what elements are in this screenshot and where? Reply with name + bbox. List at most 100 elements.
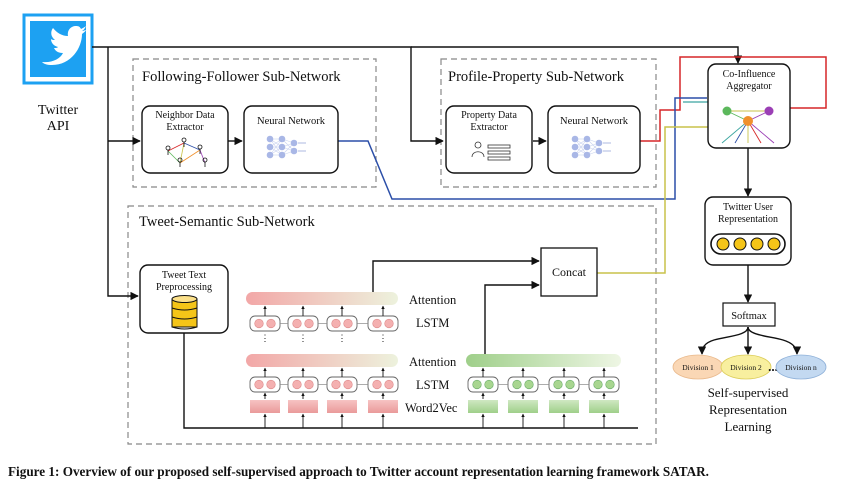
- user-repr-line2: Representation: [718, 214, 778, 225]
- nn-node: [571, 135, 579, 143]
- neural-network-icon: [571, 135, 611, 159]
- ssl-label-line2: Representation: [709, 402, 787, 417]
- co-influence-line1: Co-Influence: [723, 69, 776, 80]
- neural-network-box-2: Neural Network: [547, 105, 641, 174]
- twitter-api: Twitter API: [22, 13, 94, 134]
- lstm-label-lower: LSTM: [416, 378, 449, 392]
- lstm-unit: [304, 318, 314, 329]
- tweet-preprocessing-line1: Tweet Text: [162, 270, 206, 281]
- lstm-unit: [292, 379, 302, 390]
- word2vec-embedding: [327, 400, 357, 413]
- bird-shape: [42, 26, 86, 65]
- word2vec-embedding: [508, 400, 538, 413]
- lstm-unit: [331, 379, 341, 390]
- nn-node: [595, 147, 603, 155]
- arrow-to-co-influence: [411, 46, 743, 64]
- division-2-ellipse: [720, 354, 772, 380]
- arrow-green-branch-to-concat: [484, 280, 540, 357]
- neural-network-label-1: Neural Network: [257, 116, 326, 127]
- lstm-unit: [343, 318, 353, 329]
- lstm-unit: [304, 379, 314, 390]
- tweet-preprocessing-box: Tweet Text Preprocessing: [139, 264, 229, 334]
- word2vec-embedding: [288, 400, 318, 413]
- profile-property-frame: [440, 58, 657, 188]
- lstm-unit: [524, 379, 534, 390]
- co-influence-line2: Aggregator: [726, 81, 772, 92]
- lstm-unit: [553, 379, 563, 390]
- user-repr-line1: Twitter User: [723, 202, 774, 213]
- attention-bar-lower-left: [246, 354, 398, 367]
- sequence-cells: ⋮⋮⋮⋮: [249, 305, 620, 428]
- lstm-unit: [372, 379, 382, 390]
- lstm-unit: [512, 379, 522, 390]
- nn-node: [266, 151, 274, 159]
- node-green: [722, 106, 732, 116]
- concat-box: [540, 247, 598, 297]
- word2vec-embedding: [468, 400, 498, 413]
- nn-node: [583, 151, 591, 159]
- yellow-path-concat-to-aggregator: [597, 126, 712, 274]
- softmax-box: [722, 302, 776, 327]
- arrow-softmax-division-n: [747, 326, 802, 355]
- nn-node: [595, 139, 603, 147]
- twitter-logo-frame: [22, 13, 94, 85]
- nn-node: [266, 143, 274, 151]
- database-icon: [171, 295, 198, 330]
- lstm-input-dots: ⋮: [379, 333, 388, 343]
- lstm-unit: [254, 318, 264, 329]
- lstm-input-dots: ⋮: [338, 333, 347, 343]
- arrow-softmax-division-1: [697, 326, 749, 355]
- tweet-semantic-title: Tweet-Semantic Sub-Network: [139, 214, 316, 230]
- nn-node: [278, 143, 286, 151]
- division-2-label: Division 2: [730, 363, 762, 372]
- lstm-unit: [384, 318, 394, 329]
- property-extractor-box: Property Data Extractor: [445, 105, 533, 174]
- co-influence-aggregator-box: Co-Influence Aggregator: [707, 63, 791, 149]
- tweet-semantic-frame: [127, 205, 657, 445]
- lstm-unit: [343, 379, 353, 390]
- nn-node: [571, 143, 579, 151]
- following-follower-frame: [132, 58, 377, 188]
- arrow-to-tweet-preprocessing: [107, 47, 139, 301]
- word2vec-embedding: [250, 400, 280, 413]
- lstm-unit: [266, 318, 276, 329]
- word2vec-label: Word2Vec: [405, 401, 458, 415]
- lstm-unit: [372, 318, 382, 329]
- profile-property-title: Profile-Property Sub-Network: [448, 69, 625, 85]
- following-follower-title: Following-Follower Sub-Network: [142, 69, 341, 85]
- twitter-api-label-line2: API: [47, 119, 70, 134]
- node-purple: [764, 106, 774, 116]
- word2vec-embedding: [549, 400, 579, 413]
- division-ellipsis: ...: [768, 359, 778, 374]
- attention-bar-lower-right: [466, 354, 621, 367]
- property-extractor-line2: Extractor: [470, 122, 508, 133]
- nn-node: [290, 139, 298, 147]
- neural-network-box-1: Neural Network: [243, 105, 339, 174]
- softmax-label: Softmax: [731, 311, 767, 322]
- neural-network-icon: [266, 135, 306, 159]
- user-representation-box: Twitter User Representation: [704, 196, 792, 266]
- ssl-label-line3: Learning: [725, 419, 772, 434]
- representation-vector: [710, 233, 786, 255]
- node-orange: [743, 116, 753, 126]
- lstm-unit: [565, 379, 575, 390]
- attention-bar-upper: [246, 292, 398, 305]
- nn-node: [266, 135, 274, 143]
- lstm-unit: [605, 379, 615, 390]
- lstm-unit: [472, 379, 482, 390]
- nn-node: [278, 135, 286, 143]
- figure-caption: Figure 1: Overview of our proposed self-…: [8, 464, 709, 479]
- arrow-to-property-extractor: [92, 46, 444, 146]
- lstm-input-dots: ⋮: [261, 333, 270, 343]
- nn-node: [290, 147, 298, 155]
- aggregator-graph-icon: [721, 106, 775, 144]
- nn-edge: [269, 138, 283, 156]
- word2vec-embedding: [589, 400, 619, 413]
- profile-card-icon: [471, 141, 511, 161]
- nn-node: [571, 151, 579, 159]
- division-n-label: Division n: [785, 363, 817, 372]
- lstm-unit: [292, 318, 302, 329]
- attention-label-lower: Attention: [409, 355, 457, 369]
- social-graph-icon: [165, 137, 208, 167]
